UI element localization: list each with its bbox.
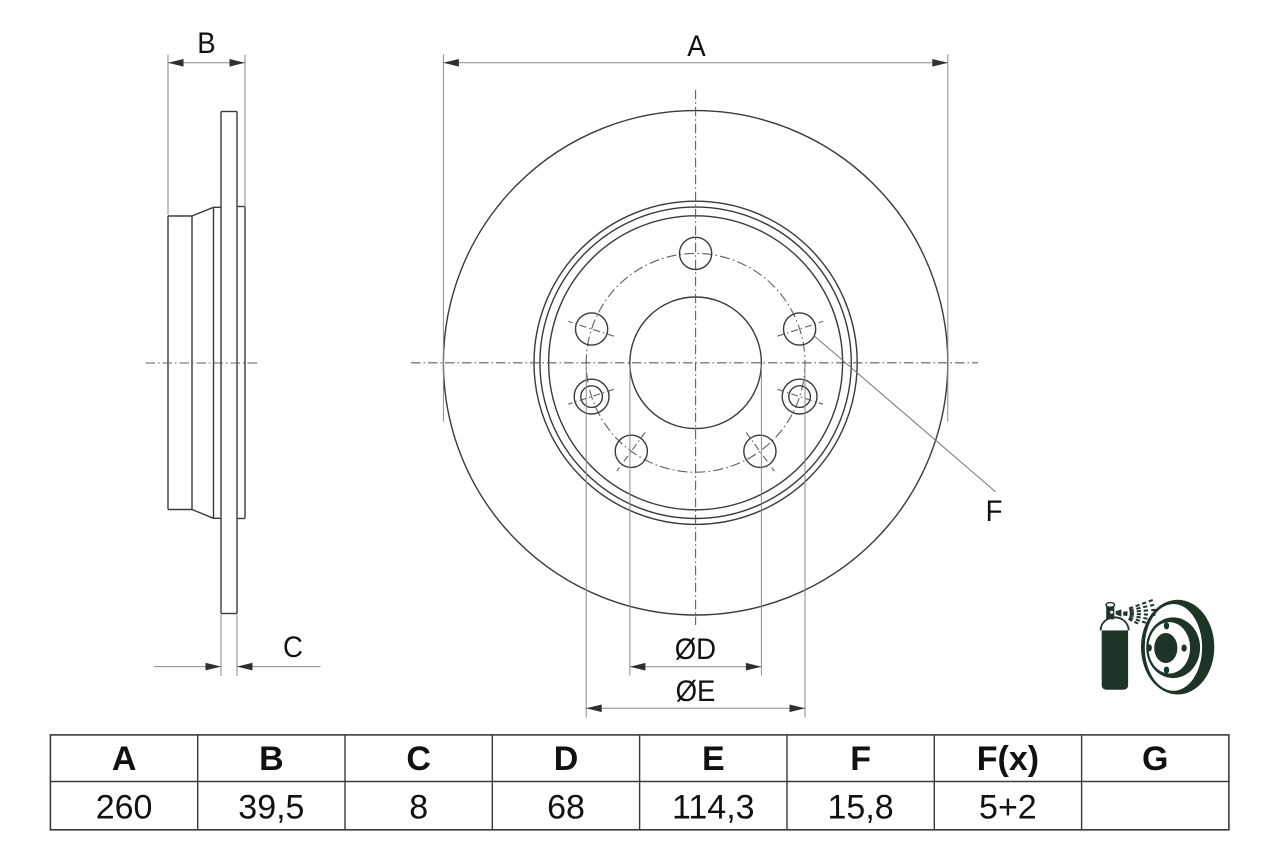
svg-text:8: 8	[409, 789, 428, 827]
svg-text:39,5: 39,5	[238, 789, 304, 827]
svg-text:F: F	[850, 740, 871, 778]
svg-text:E: E	[702, 740, 725, 778]
svg-text:ØE: ØE	[676, 675, 716, 708]
svg-text:ØD: ØD	[675, 633, 716, 666]
svg-text:114,3: 114,3	[672, 789, 755, 827]
svg-text:C: C	[283, 631, 303, 664]
svg-text:B: B	[197, 27, 215, 60]
svg-text:G: G	[1142, 740, 1168, 778]
svg-text:A: A	[687, 30, 706, 63]
svg-text:15,8: 15,8	[828, 789, 894, 827]
svg-text:68: 68	[547, 789, 585, 827]
svg-text:F: F	[986, 495, 1003, 528]
svg-text:A: A	[112, 740, 137, 778]
svg-text:C: C	[406, 740, 431, 778]
svg-text:5+2: 5+2	[979, 789, 1037, 827]
svg-text:B: B	[259, 740, 284, 778]
svg-text:F(x): F(x)	[977, 740, 1039, 778]
svg-text:260: 260	[96, 789, 153, 827]
svg-text:D: D	[554, 740, 579, 778]
